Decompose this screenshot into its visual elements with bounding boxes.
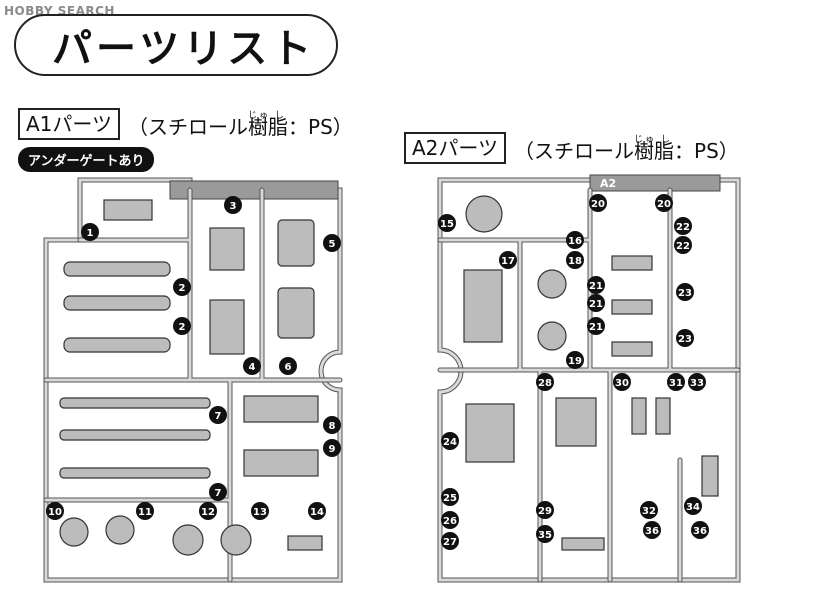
- a1-gate-note: アンダーゲートあり: [18, 147, 155, 172]
- a2-num-20a: 20: [591, 199, 605, 210]
- a1-num-11: 11: [138, 507, 152, 518]
- a2-num-29: 29: [538, 506, 552, 517]
- a2-ruby: じゅ し: [634, 135, 672, 145]
- a2-num-33: 33: [690, 378, 704, 389]
- a1-num-7b: 7: [215, 488, 222, 499]
- a2-num-23b: 23: [678, 334, 692, 345]
- a2-num-17: 17: [501, 256, 515, 267]
- a1-header: A1パーツ じゅ し （スチロール樹脂：PS）: [18, 108, 353, 140]
- a1-num-6: 6: [285, 362, 292, 373]
- a2-num-32: 32: [642, 506, 656, 517]
- a1-num-4: 4: [249, 362, 256, 373]
- a1-num-2a: 2: [179, 283, 186, 294]
- a2-num-34: 34: [686, 502, 700, 513]
- a2-num-18: 18: [568, 256, 582, 267]
- a1-num-3: 3: [230, 201, 237, 212]
- a2-num-19: 19: [568, 356, 582, 367]
- a2-num-36b: 36: [693, 526, 707, 537]
- a2-num-15: 15: [440, 219, 454, 230]
- a2-num-25: 25: [443, 493, 457, 504]
- a2-plate: [589, 174, 721, 192]
- a1-num-2b: 2: [179, 322, 186, 333]
- page-title: パーツリスト: [52, 26, 316, 72]
- a1-material: じゅ し （スチロール樹脂：PS）: [128, 111, 353, 140]
- a1-num-13: 13: [253, 507, 267, 518]
- a1-num-9: 9: [329, 444, 336, 455]
- a2-num-30: 30: [615, 378, 629, 389]
- a2-num-35: 35: [538, 530, 552, 541]
- title-box: パーツリスト: [14, 14, 338, 76]
- a2-num-24: 24: [443, 437, 457, 448]
- a1-ruby: じゅ し: [248, 111, 286, 121]
- a2-num-27: 27: [443, 537, 457, 548]
- a2-num-21a: 21: [589, 281, 603, 292]
- a1-num-8: 8: [329, 421, 336, 432]
- a1-num-12: 12: [201, 507, 215, 518]
- a1-num-14: 14: [310, 507, 324, 518]
- a2-num-20b: 20: [657, 199, 671, 210]
- a1-part-label: A1パーツ: [18, 108, 121, 140]
- a2-num-28: 28: [538, 378, 552, 389]
- a1-num-10: 10: [48, 507, 62, 518]
- a1-num-7a: 7: [215, 411, 222, 422]
- a2-num-16: 16: [568, 236, 582, 247]
- a2-num-21b: 21: [589, 322, 603, 333]
- a2-material: じゅ し （スチロール樹脂：PS）: [514, 135, 739, 164]
- a2-part-label: A2パーツ: [404, 132, 507, 164]
- a1-sprue: A1: [43, 177, 343, 583]
- a1-num-5: 5: [329, 239, 336, 250]
- a1-part-numbers: 1 2 2 3 4 5 6 7 7 8 9 10 11 12 13 14: [46, 196, 341, 520]
- a2-num-26: 26: [443, 516, 457, 527]
- a2-num-21c: 21: [589, 299, 603, 310]
- a2-material-text: （スチロール樹脂：PS）: [514, 139, 739, 163]
- a2-num-36a: 36: [645, 526, 659, 537]
- a1-num-1: 1: [87, 228, 94, 239]
- a1-plate: [169, 180, 339, 200]
- a2-header: A2パーツ じゅ し （スチロール樹脂：PS）: [404, 132, 739, 164]
- a2-num-22a: 22: [676, 222, 690, 233]
- a2-part-numbers: 15 16 17 18 19 20 20 21 21 21 22 22 23 2…: [438, 194, 709, 550]
- a2-sprue: A2: [437, 174, 741, 583]
- a1-plate-label: A1: [172, 209, 188, 222]
- a1-material-text: （スチロール樹脂：PS）: [128, 115, 353, 139]
- a2-num-23a: 23: [678, 288, 692, 299]
- a2-num-31: 31: [669, 378, 683, 389]
- a2-plate-label: A2: [600, 177, 616, 190]
- a2-num-22b: 22: [676, 241, 690, 252]
